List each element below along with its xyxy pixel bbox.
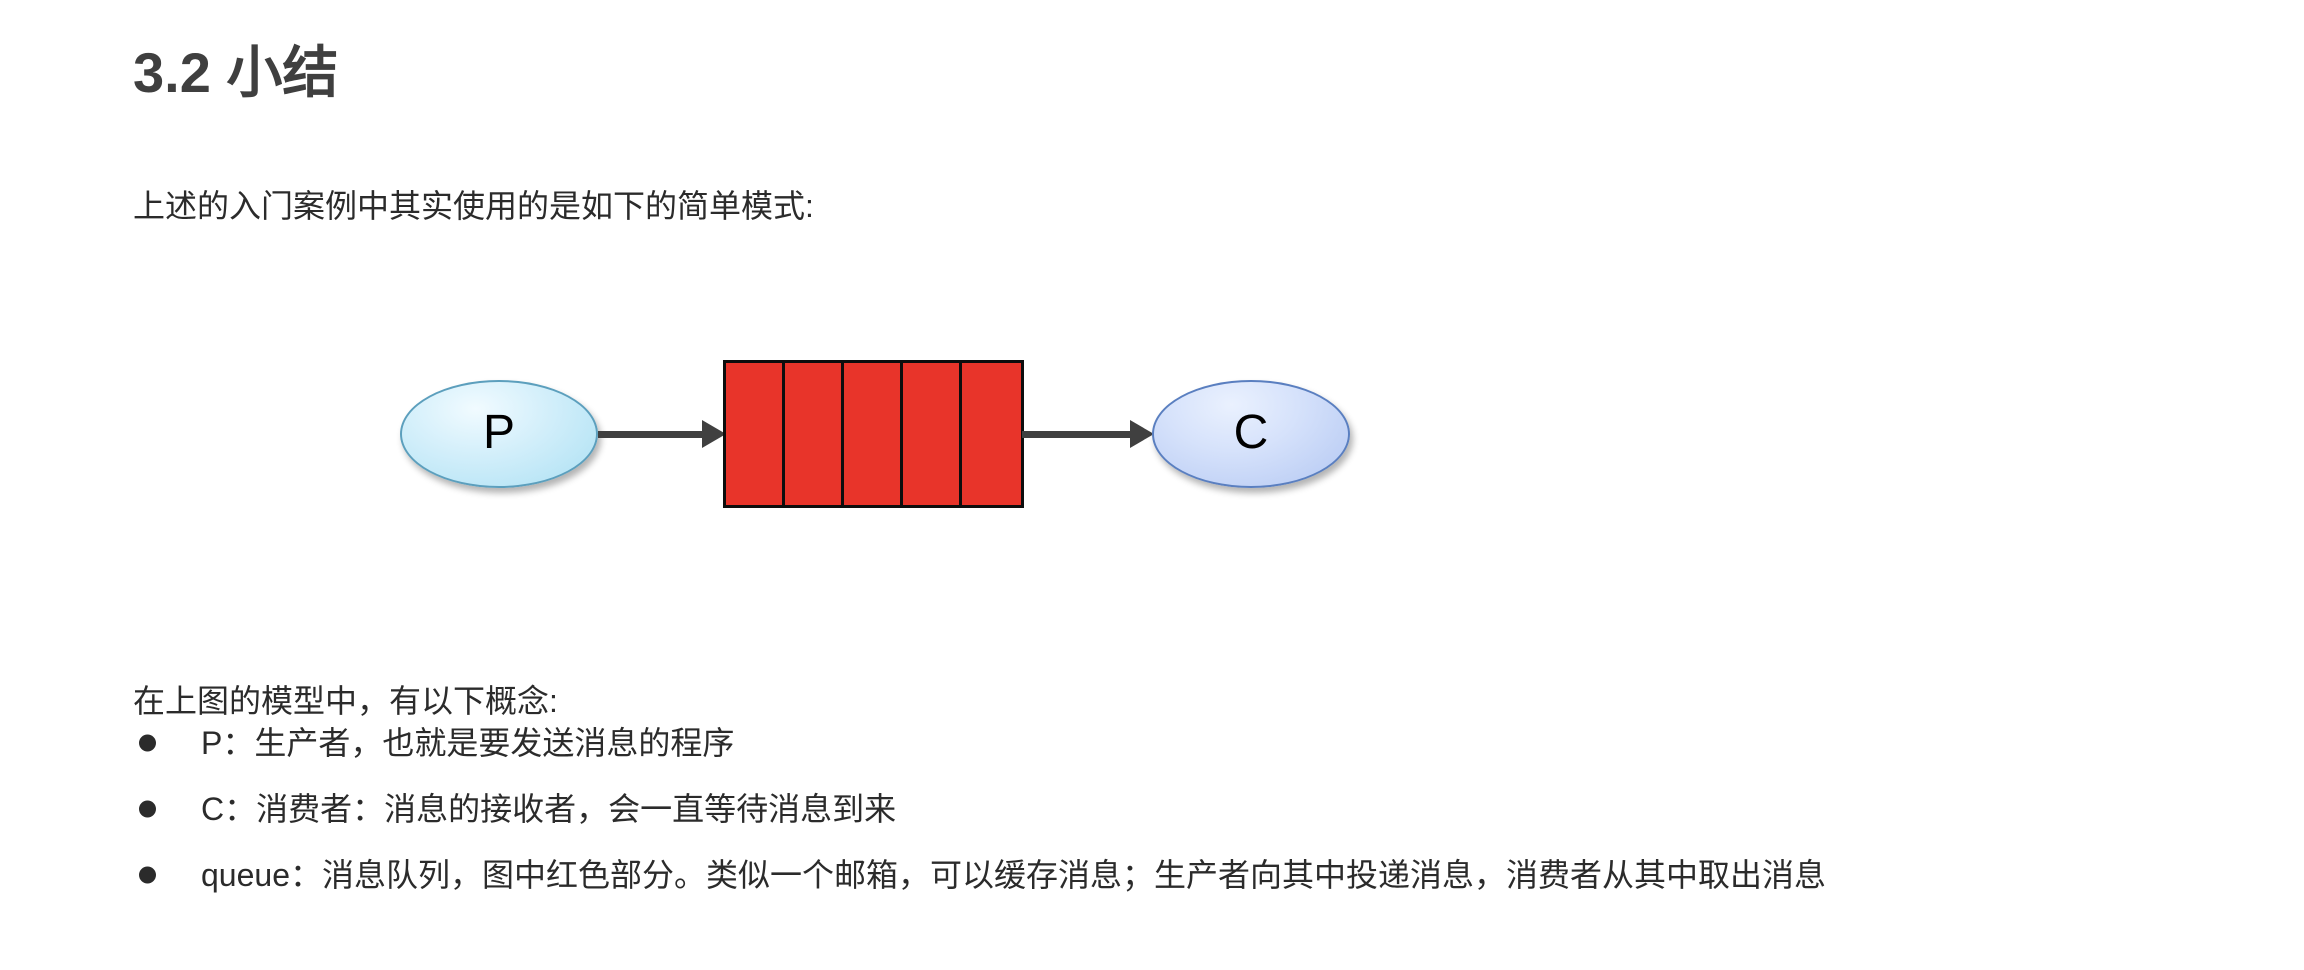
arrow-head <box>1130 420 1154 448</box>
arrow-line <box>598 430 702 438</box>
queue-cell <box>903 363 962 505</box>
bullet-dot-icon <box>139 866 156 884</box>
producer-node: P <box>400 380 598 488</box>
consumer-node: C <box>1152 380 1350 488</box>
consumer-node-label: C <box>1233 406 1269 459</box>
list-item-label: P：生产者，也就是要发送消息的程序 <box>201 724 735 761</box>
list-item: P：生产者，也就是要发送消息的程序 <box>133 710 2233 776</box>
list-item: queue：消息队列，图中红色部分。类似一个邮箱，可以缓存消息；生产者向其中投递… <box>133 842 2233 908</box>
concepts-bullet-list: P：生产者，也就是要发送消息的程序 C：消费者：消息的接收者，会一直等待消息到来… <box>133 710 2233 908</box>
queue-cell <box>785 363 844 505</box>
arrow-producer-to-queue-icon <box>598 420 726 448</box>
queue-cell <box>726 363 785 505</box>
arrow-line <box>1022 430 1130 438</box>
page-title: 3.2 小结 <box>133 40 339 104</box>
list-item-label: C：消费者：消息的接收者，会一直等待消息到来 <box>201 790 897 827</box>
bullet-dot-icon <box>139 734 156 752</box>
list-item: C：消费者：消息的接收者，会一直等待消息到来 <box>133 776 2233 842</box>
bullet-dot-icon <box>139 800 156 818</box>
arrow-queue-to-consumer-icon <box>1022 420 1154 448</box>
producer-queue-consumer-diagram: P C <box>0 300 2304 590</box>
list-item-label: queue：消息队列，图中红色部分。类似一个邮箱，可以缓存消息；生产者向其中投递… <box>201 856 1826 893</box>
queue-node <box>723 360 1024 508</box>
arrow-head <box>702 420 726 448</box>
intro-paragraph: 上述的入门案例中其实使用的是如下的简单模式: <box>133 188 814 224</box>
producer-node-label: P <box>482 406 515 459</box>
concepts-intro-paragraph: 在上图的模型中，有以下概念: <box>133 683 558 719</box>
queue-cell <box>844 363 903 505</box>
queue-cell <box>962 363 1021 505</box>
